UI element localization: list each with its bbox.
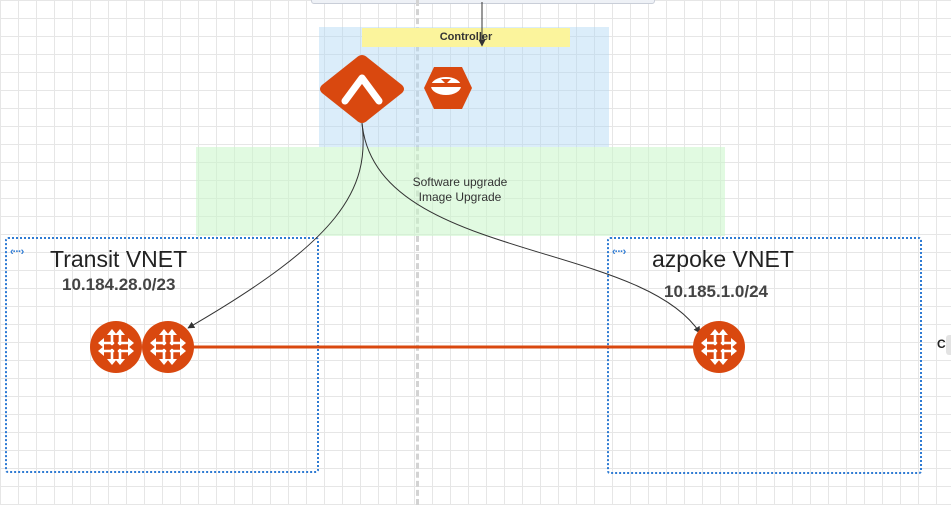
- vnet-icon: ‹···›: [10, 246, 24, 258]
- offscreen-label: C: [937, 337, 946, 351]
- transit-vnet-box[interactable]: [5, 237, 319, 473]
- upgrade-region: [196, 147, 725, 236]
- top-component-box: [311, 0, 655, 4]
- upgrade-line-1: Software upgrade: [412, 175, 508, 189]
- azpoke-vnet-box[interactable]: [607, 237, 922, 474]
- offscreen-shape: [946, 335, 951, 355]
- transit-vnet-title: Transit VNET: [50, 246, 188, 272]
- copilot-icon[interactable]: [424, 67, 472, 109]
- router-icon[interactable]: [140, 319, 196, 375]
- router-icon[interactable]: [88, 319, 144, 375]
- upgrade-annotation: Software upgrade Image Upgrade: [360, 175, 560, 205]
- vnet-icon: ‹···›: [612, 246, 626, 258]
- azpoke-vnet-cidr: 10.185.1.0/24: [664, 282, 768, 301]
- azpoke-vnet-title: azpoke VNET: [652, 246, 794, 272]
- aviatrix-controller-icon[interactable]: [320, 55, 404, 123]
- upgrade-line-2: Image Upgrade: [418, 190, 502, 204]
- controller-to-azpoke-connector: [361, 122, 701, 334]
- transit-vnet-cidr: 10.184.28.0/23: [62, 275, 176, 294]
- router-icon[interactable]: [691, 319, 747, 375]
- region-divider: [416, 0, 419, 505]
- controller-to-transit-connector: [187, 122, 364, 329]
